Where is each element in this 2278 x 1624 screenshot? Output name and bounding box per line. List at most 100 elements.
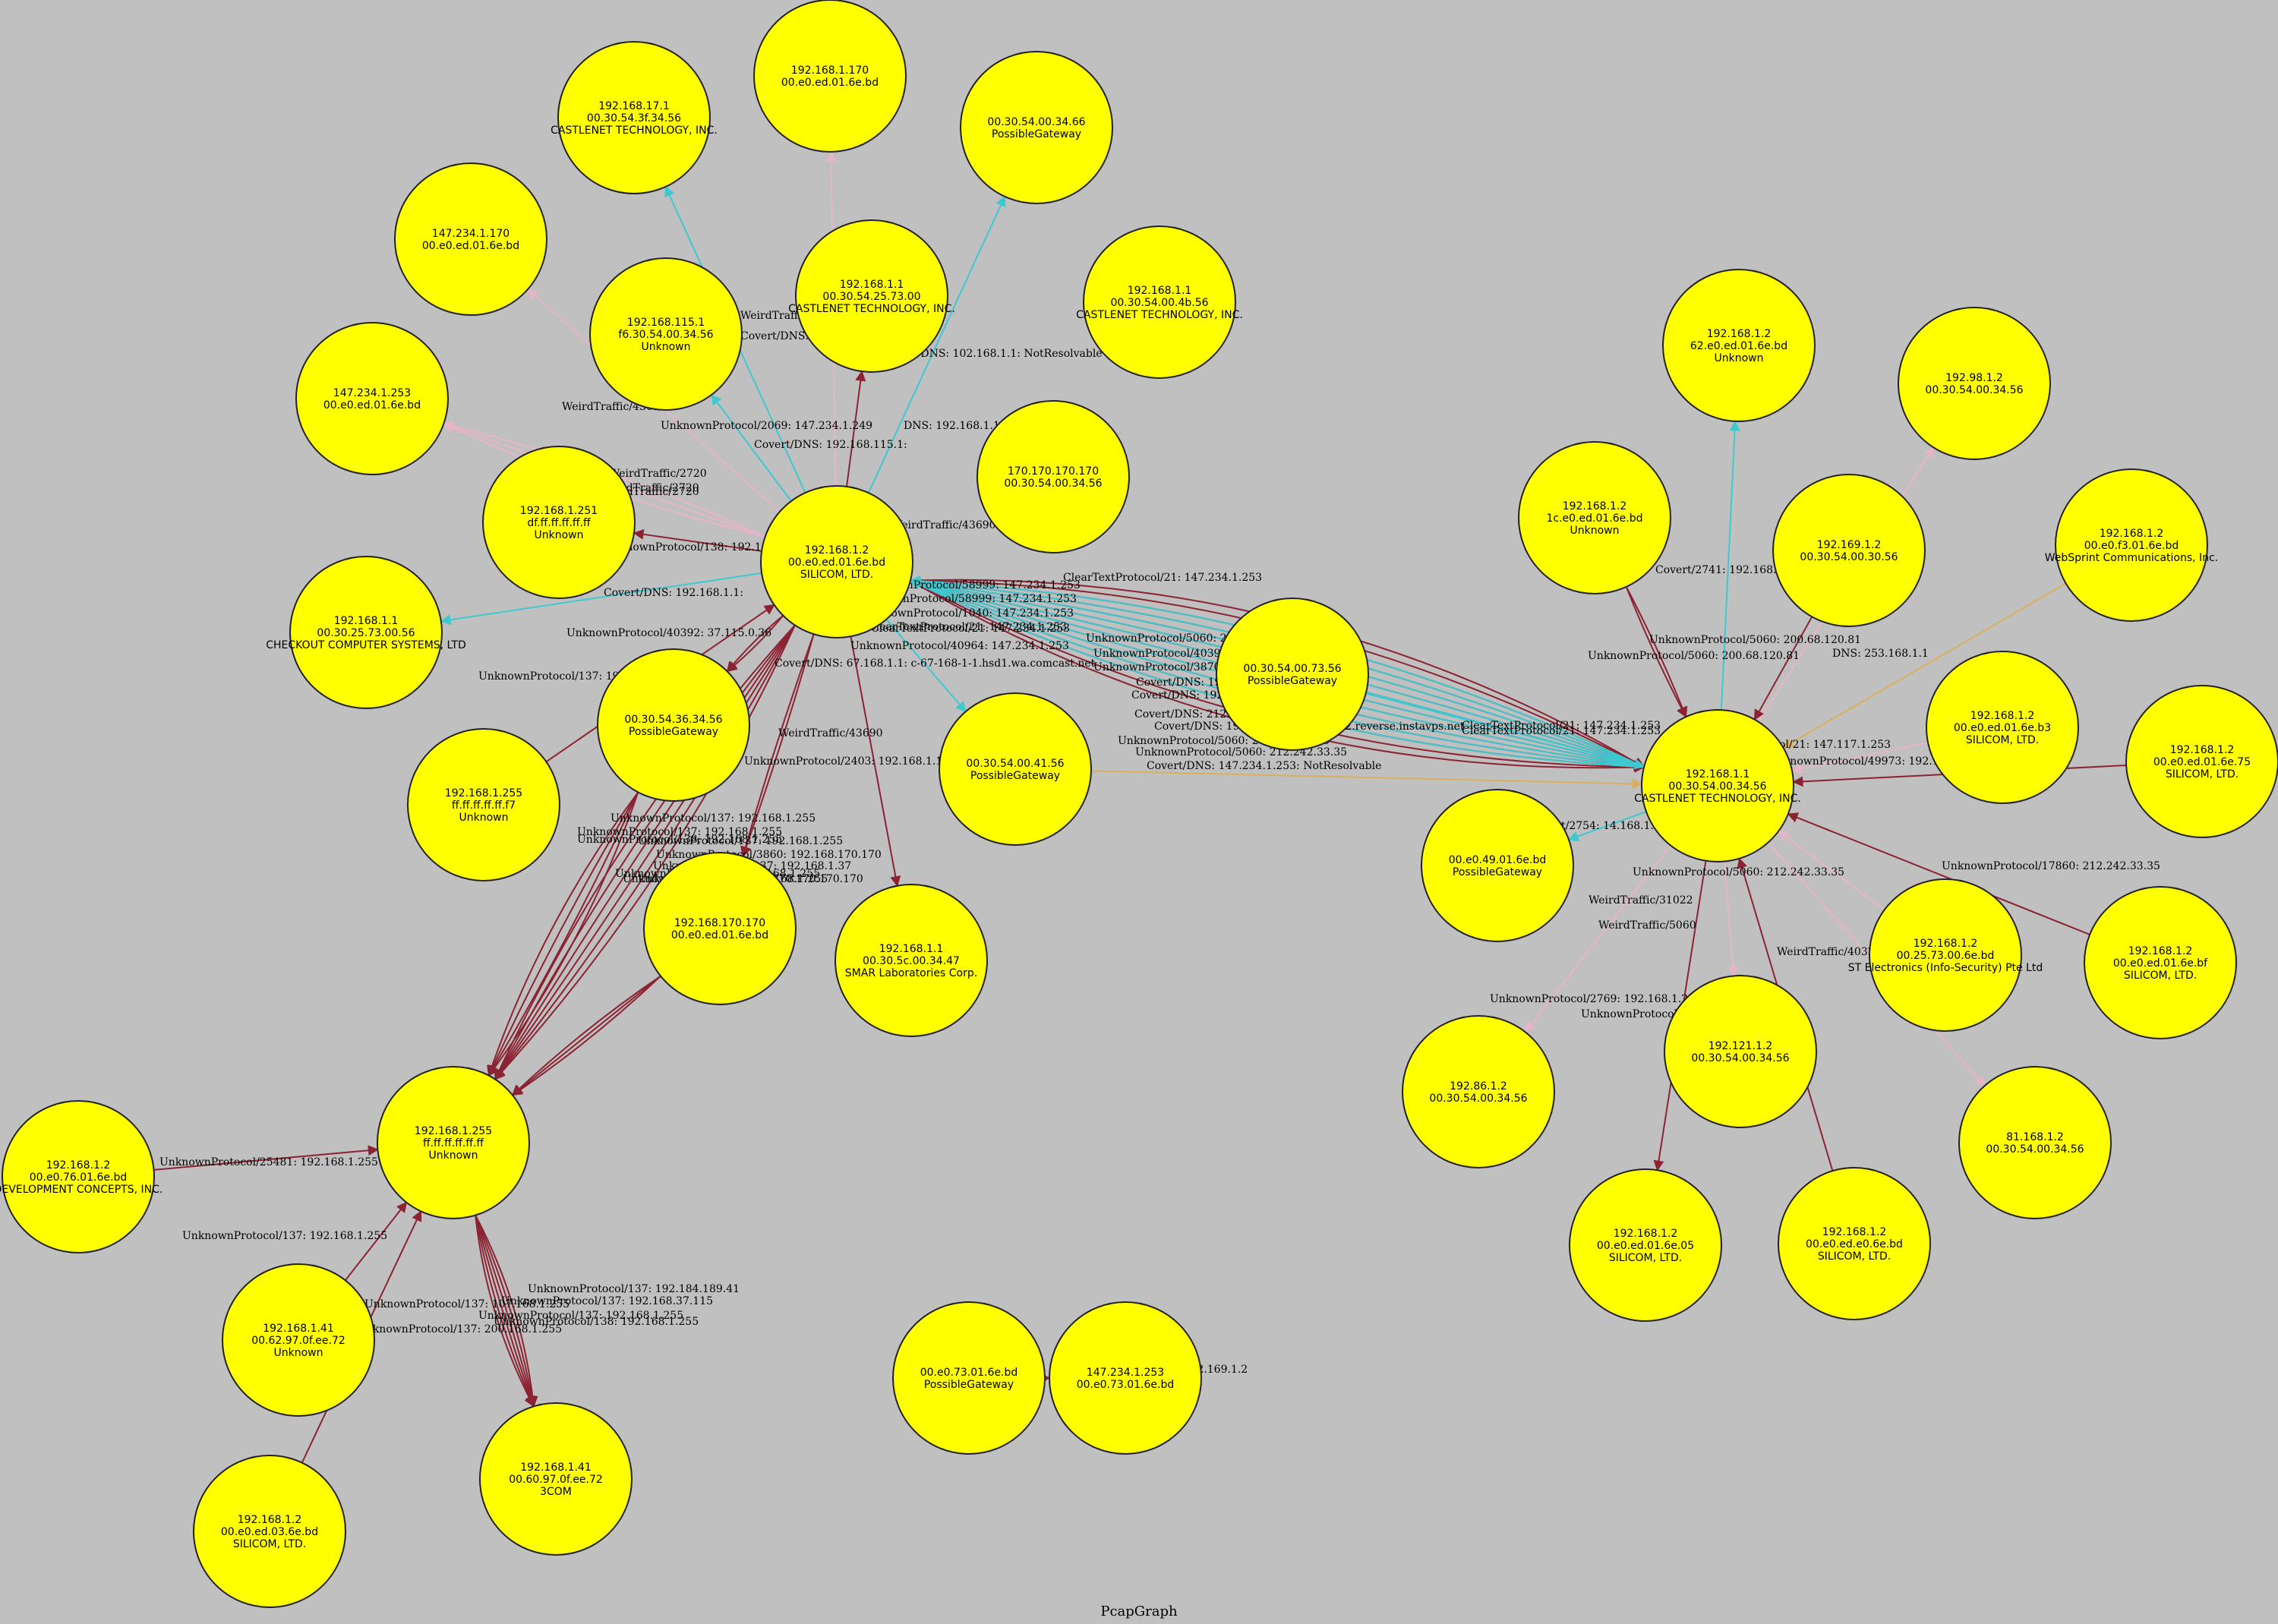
graph-node[interactable]: 192.169.1.200.30.54.00.30.56 bbox=[1772, 474, 1926, 627]
node-circle bbox=[960, 51, 1113, 204]
node-vendor-label: Unknown bbox=[274, 1347, 323, 1359]
node-vendor-label: CASTLENET TECHNOLOGY, INC. bbox=[1076, 309, 1243, 321]
node-circle bbox=[479, 1402, 633, 1556]
edge-n22-n31 bbox=[1524, 845, 1672, 1033]
node-ip-label: 147.234.1.253 bbox=[333, 387, 411, 399]
node-ip-label: 192.168.1.170 bbox=[791, 65, 869, 77]
edge-n28-n22 bbox=[1778, 830, 1885, 911]
node-ip-label: 192.168.1.1 bbox=[879, 943, 944, 955]
edge-n13-n5 bbox=[711, 393, 792, 502]
graph-node[interactable]: 192.121.1.200.30.54.00.34.56 bbox=[1664, 975, 1817, 1128]
node-ip-label: 192.168.1.255 bbox=[415, 1125, 492, 1137]
node-circle bbox=[2125, 685, 2278, 838]
edge-label: ClearTextProtocol/21: 147.234.1.253 bbox=[868, 621, 1067, 633]
node-circle bbox=[2055, 468, 2208, 622]
node-vendor-label: SILICOM, LTD. bbox=[1966, 734, 2039, 746]
node-mac-label: PossibleGateway bbox=[924, 1379, 1014, 1391]
edge-n33-n40 bbox=[475, 1215, 538, 1408]
graph-node[interactable]: 192.168.1.200.e0.76.01.6e.bdDEVELOPMENT … bbox=[0, 1100, 162, 1253]
edge-label: ClearTextProtocol/21: 147.234.1.253 bbox=[1063, 572, 1262, 584]
graph-node[interactable]: 192.86.1.200.30.54.00.34.56 bbox=[1402, 1015, 1555, 1168]
node-ip-label: 192.168.1.1 bbox=[1686, 768, 1750, 780]
edge-n22-n8 bbox=[1720, 420, 1740, 711]
node-circle bbox=[1926, 651, 2079, 804]
node-mac-label: ff.ff.ff.ff.ff.ff bbox=[423, 1137, 484, 1149]
node-circle bbox=[753, 0, 907, 153]
node-circle bbox=[1869, 878, 2022, 1032]
node-ip-label: 192.168.1.1 bbox=[1128, 285, 1192, 297]
node-ip-label: 00.e0.49.01.6e.bd bbox=[1449, 854, 1547, 866]
graph-node[interactable]: 192.98.1.200.30.54.00.34.56 bbox=[1898, 307, 2051, 460]
graph-node[interactable]: 81.168.1.200.30.54.00.34.56 bbox=[1958, 1066, 2112, 1219]
node-vendor-label: SILICOM, LTD. bbox=[2124, 970, 2197, 982]
node-circle bbox=[407, 728, 560, 881]
edge-label: UnknownProtocol/5060: 212.242.33.35 bbox=[1633, 866, 1844, 878]
node-mac-label: 00.e0.ed.e0.6e.bd bbox=[1806, 1238, 1903, 1250]
node-vendor-label: Unknown bbox=[1570, 525, 1620, 537]
edge-n22-n30 bbox=[1723, 861, 1739, 977]
edge-n24-n22 bbox=[1090, 770, 1643, 790]
node-circle bbox=[394, 162, 547, 316]
node-ip-label: 170.170.170.170 bbox=[1008, 465, 1099, 478]
node-ip-label: 192.168.1.41 bbox=[520, 1462, 592, 1474]
node-mac-label: 00.e0.ed.01.6e.bd bbox=[788, 557, 885, 569]
node-mac-label: 00.e0.73.01.6e.bd bbox=[1077, 1379, 1175, 1391]
node-mac-label: 00.60.97.0f.ee.72 bbox=[509, 1474, 603, 1486]
node-vendor-label: Unknown bbox=[535, 529, 584, 541]
node-ip-label: 192.168.1.2 bbox=[1822, 1226, 1887, 1238]
node-ip-label: 192.168.1.2 bbox=[2128, 945, 2193, 957]
node-mac-label: 00.30.54.00.34.56 bbox=[1925, 384, 2023, 396]
edge-label: UnknownProtocol/138: 192.168.1.255 bbox=[577, 834, 782, 846]
node-mac-label: 00.30.54.25.73.00 bbox=[822, 291, 920, 303]
node-vendor-label: Unknown bbox=[1715, 352, 1764, 364]
edge-label: Covert/DNS: 192.168.115.1: bbox=[754, 439, 907, 451]
node-ip-label: 192.168.1.251 bbox=[520, 505, 598, 517]
node-mac-label: 00.30.54.00.34.56 bbox=[1004, 478, 1102, 490]
edge-n13-n6 bbox=[846, 370, 866, 487]
node-ip-label: 147.234.1.253 bbox=[1087, 1367, 1164, 1379]
node-ip-label: 192.168.170.170 bbox=[674, 917, 765, 929]
edge-label: UnknownProtocol/137: 192.168.1.255 bbox=[638, 835, 843, 847]
edge-label: UnknownProtocol/137: 192.168.37.115 bbox=[501, 1295, 713, 1307]
node-circle bbox=[1641, 709, 1794, 862]
edge-label: Covert/DNS: 102.168.1.1: NotResolvable bbox=[881, 348, 1103, 360]
edge-label: UnknownProtocol/2403: 192.168.1.1 bbox=[744, 755, 942, 768]
node-circle bbox=[377, 1066, 530, 1219]
edge-n33-n40 bbox=[475, 1215, 535, 1408]
